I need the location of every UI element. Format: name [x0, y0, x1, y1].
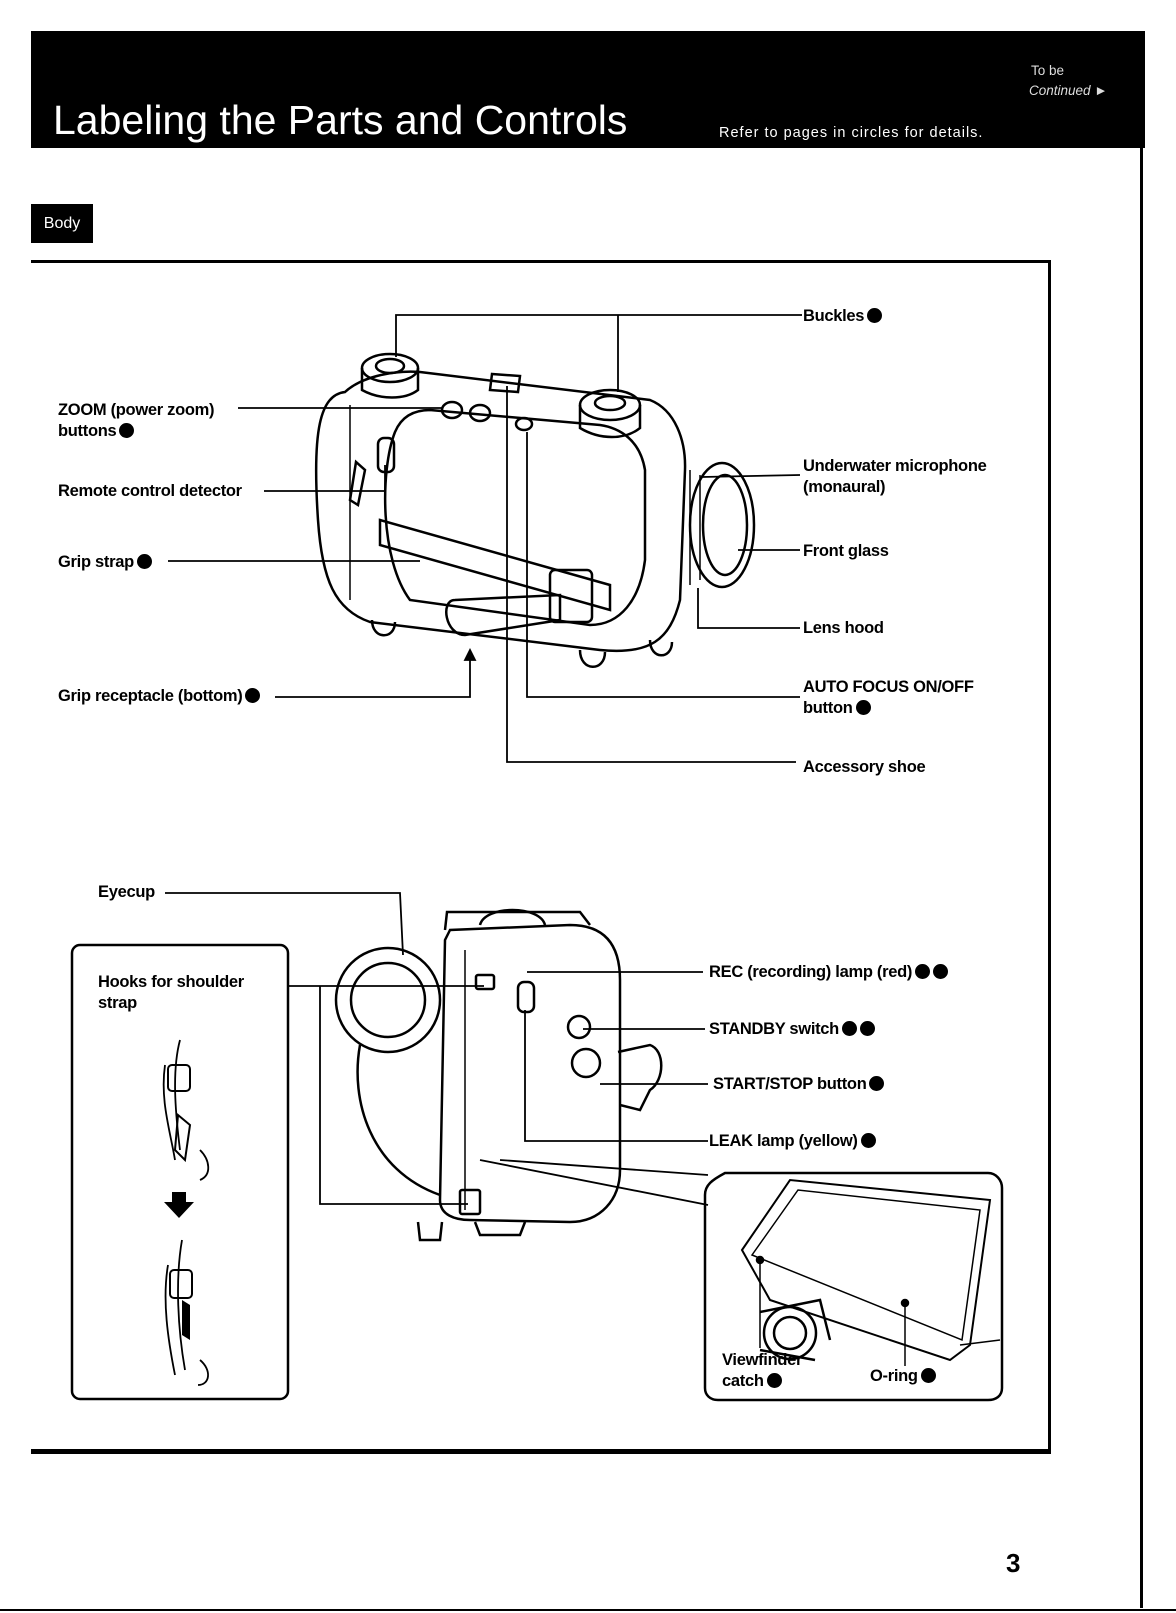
continued-note-line1: To be [1031, 63, 1065, 78]
page-ref-dot [766, 1373, 782, 1388]
label-viewfinder-catch: Viewfinder catch [722, 1351, 803, 1390]
label-buckles: Buckles [803, 306, 883, 327]
label-remote-detector: Remote control detector [58, 482, 242, 500]
page-ref-dot [867, 308, 883, 323]
page-ref-dot [841, 1021, 857, 1036]
section-tag: Body [31, 204, 93, 243]
page-ref-dot [245, 688, 261, 703]
page-header: Labeling the Parts and Controls Refer to… [31, 31, 1145, 148]
label-front-glass: Front glass [803, 542, 889, 560]
page-ref-dot [915, 964, 931, 979]
leader-lines-bottom [165, 892, 709, 1206]
leader-lines-top [168, 314, 802, 763]
label-auto-focus-button: AUTO FOCUS ON/OFF button [803, 678, 974, 717]
page-edge-rule [1140, 148, 1143, 1608]
page-title: Labeling the Parts and Controls [53, 97, 628, 143]
label-lens-hood: Lens hood [803, 619, 884, 637]
label-hooks-shoulder-strap: Hooks for shoulder strap [98, 973, 244, 1012]
page-bottom-rule [0, 1609, 1176, 1611]
diagram-frame [31, 260, 1051, 1454]
page-ref-dot [860, 1133, 876, 1148]
label-start-stop-button: START/STOP button [713, 1074, 885, 1095]
label-zoom-buttons: ZOOM (power zoom) buttons [58, 401, 215, 440]
continued-note-line2: Continued ► [1029, 83, 1108, 98]
label-accessory-shoe: Accessory shoe [803, 758, 926, 776]
page-ref-dot [869, 1076, 885, 1091]
page-ref-dot [933, 964, 949, 979]
page-number: 3 [1006, 1548, 1021, 1578]
oring-inset [703, 1171, 1004, 1402]
label-grip-strap: Grip strap [58, 552, 152, 573]
label-rec-lamp: REC (recording) lamp (red) [709, 962, 949, 983]
label-o-ring: O-ring [870, 1366, 936, 1387]
label-leak-lamp: LEAK lamp (yellow) [709, 1131, 876, 1152]
page-ref-dot [855, 700, 871, 715]
page-ref-dot [119, 423, 135, 438]
housing-front-drawing [314, 352, 756, 668]
page-ref-dot [859, 1021, 875, 1036]
page-ref-dot [920, 1368, 936, 1383]
label-standby-switch: STANDBY switch [709, 1019, 875, 1040]
label-eyecup: Eyecup [98, 883, 155, 901]
label-grip-receptacle: Grip receptacle (bottom) [58, 686, 261, 707]
housing-rear-drawing [334, 908, 663, 1242]
page-ref-dot [136, 554, 152, 569]
hooks-inset [70, 943, 290, 1401]
label-underwater-microphone: Underwater microphone (monaural) [803, 457, 987, 496]
page-subtitle: Refer to pages in circles for details. [719, 125, 984, 141]
